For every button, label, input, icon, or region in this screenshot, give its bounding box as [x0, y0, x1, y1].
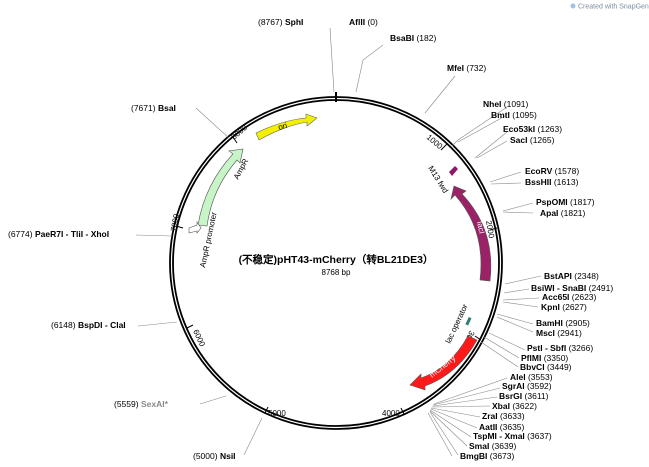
- svg-text:AleI (3553): AleI (3553): [510, 372, 553, 382]
- site-apai: ApaI (1821): [540, 208, 586, 218]
- svg-text:MscI (2941): MscI (2941): [536, 328, 582, 338]
- svg-text:PflMI (3350): PflMI (3350): [521, 353, 568, 363]
- svg-text:(5000) NsiI: (5000) NsiI: [193, 451, 236, 461]
- site-bamhi: BamHI (2905): [536, 318, 590, 328]
- site-bsrgi: BsrGI (3611): [499, 391, 549, 401]
- svg-text:SmaI (3639): SmaI (3639): [469, 441, 516, 451]
- site-bstapi: BstAPI (2348): [544, 271, 599, 281]
- svg-text:(5559) SexAI*: (5559) SexAI*: [114, 399, 169, 409]
- feature-label-m13-fwd: M13 fwd: [426, 164, 450, 194]
- svg-text:(6774) PaeR7I - TliI - XhoI: (6774) PaeR7I - TliI - XhoI: [8, 229, 109, 239]
- site-mfei: MfeI (732): [447, 63, 486, 73]
- site-bsai: (7671) BsaI: [131, 103, 176, 113]
- site-bsiwi-snabi: BsiWI - SnaBI (2491): [531, 283, 613, 293]
- site-psppomi: PspOMI (1817): [536, 197, 595, 207]
- center-title: (不稳定)pHT43-mCherry（转BL21DE3） 8768 bp: [239, 253, 434, 277]
- plasmid-name: (不稳定)pHT43-mCherry（转BL21DE3）: [239, 253, 434, 266]
- site-smai: SmaI (3639): [469, 441, 516, 451]
- svg-text:Eco53kI (1263): Eco53kI (1263): [503, 124, 562, 134]
- site-zrai: ZraI (3633): [482, 411, 525, 421]
- svg-text:KpnI (2627): KpnI (2627): [541, 302, 587, 312]
- svg-text:NheI (1091): NheI (1091): [483, 99, 529, 109]
- site-nhei: NheI (1091): [483, 99, 529, 109]
- site-bbvci: BbvCI (3449): [520, 362, 572, 372]
- created-with-text: Created with SnapGene®: [578, 3, 649, 11]
- site-aflii: AflII (0): [349, 17, 378, 27]
- svg-text:BsiWI - SnaBI (2491): BsiWI - SnaBI (2491): [531, 283, 613, 293]
- svg-text:SacI (1265): SacI (1265): [510, 135, 555, 145]
- feature-laci: lacI: [450, 185, 492, 282]
- feature-label-ori: ori: [277, 121, 288, 132]
- feature-ori: ori: [255, 113, 318, 141]
- site-sgrai: SgrAI (3592): [502, 381, 552, 391]
- svg-text:PstI - SbfI (3266): PstI - SbfI (3266): [527, 343, 593, 353]
- tick-label-2000: 2000: [484, 220, 496, 240]
- svg-text:BstAPI (2348): BstAPI (2348): [544, 271, 599, 281]
- svg-text:(6148) BspDI - ClaI: (6148) BspDI - ClaI: [51, 320, 126, 330]
- tick-label-6000: 6000: [191, 328, 207, 348]
- site-bsabi: BsaBI (182): [390, 33, 436, 43]
- site-acc65i: Acc65I (2623): [542, 292, 597, 302]
- svg-text:PspOMI (1817): PspOMI (1817): [536, 197, 595, 207]
- site-tspmi-xmai: TspMI - XmaI (3637): [473, 431, 552, 441]
- tick-label-4000: 4000: [382, 409, 400, 418]
- snapgene-credit: Created with SnapGene®: [570, 3, 649, 11]
- svg-text:BamHI (2905): BamHI (2905): [536, 318, 590, 328]
- svg-text:BmtI (1095): BmtI (1095): [491, 110, 537, 120]
- svg-text:Acc65I (2623): Acc65I (2623): [542, 292, 597, 302]
- site-pflmi: PflMI (3350): [521, 353, 568, 363]
- svg-text:SgrAI (3592): SgrAI (3592): [502, 381, 552, 391]
- svg-text:BmgBI (3673): BmgBI (3673): [460, 451, 515, 461]
- site-sphi: (8767) SphI: [258, 17, 303, 27]
- svg-text:(8767) SphI: (8767) SphI: [258, 17, 303, 27]
- svg-text:ZraI (3633): ZraI (3633): [482, 411, 525, 421]
- svg-text:BsaBI (182): BsaBI (182): [390, 33, 436, 43]
- feature-label-laci: lacI: [475, 221, 486, 235]
- site-psti-sbfi: PstI - SbfI (3266): [527, 343, 593, 353]
- svg-text:EcoRV (1578): EcoRV (1578): [525, 166, 579, 176]
- site-xbai: XbaI (3622): [492, 401, 537, 411]
- leader-lines: [135, 27, 542, 457]
- site-bmgbi: BmgBI (3673): [460, 451, 515, 461]
- plasmid-length: 8768 bp: [322, 268, 351, 277]
- svg-text:TspMI - XmaI (3637): TspMI - XmaI (3637): [473, 431, 552, 441]
- snapgene-logo-icon: [570, 3, 576, 9]
- site-saci: SacI (1265): [510, 135, 555, 145]
- svg-text:MfeI (732): MfeI (732): [447, 63, 486, 73]
- site-paer7i-tlii-xhoi: (6774) PaeR7I - TliI - XhoI: [8, 229, 109, 239]
- svg-text:XbaI (3622): XbaI (3622): [492, 401, 537, 411]
- site-eco53ki: Eco53kI (1263): [503, 124, 562, 134]
- tick-label-7000: 7000: [169, 213, 181, 233]
- svg-text:AflII (0): AflII (0): [349, 17, 378, 27]
- tick-label-8000: 8000: [230, 123, 250, 142]
- site-ecorv: EcoRV (1578): [525, 166, 579, 176]
- site-sexai: (5559) SexAI*: [114, 399, 169, 409]
- svg-text:AatII (3635): AatII (3635): [479, 422, 525, 432]
- svg-text:BssHII (1613): BssHII (1613): [525, 177, 579, 187]
- tick-marks: [175, 136, 498, 415]
- site-aatii: AatII (3635): [479, 422, 525, 432]
- svg-text:(7671) BsaI: (7671) BsaI: [131, 103, 176, 113]
- site-bmti: BmtI (1095): [491, 110, 537, 120]
- site-bsshii: BssHII (1613): [525, 177, 579, 187]
- svg-text:BsrGI (3611): BsrGI (3611): [499, 391, 549, 401]
- site-nsii: (5000) NsiI: [193, 451, 236, 461]
- site-bspdi-clai: (6148) BspDI - ClaI: [51, 320, 126, 330]
- svg-text:ApaI (1821): ApaI (1821): [540, 208, 586, 218]
- feature-mcherry: mCherry: [409, 335, 478, 391]
- tick-label-5000: 5000: [268, 409, 286, 418]
- site-kpni: KpnI (2627): [541, 302, 587, 312]
- backbone: [169, 92, 503, 430]
- site-alei: AleI (3553): [510, 372, 553, 382]
- site-msci: MscI (2941): [536, 328, 582, 338]
- svg-text:BbvCI (3449): BbvCI (3449): [520, 362, 572, 372]
